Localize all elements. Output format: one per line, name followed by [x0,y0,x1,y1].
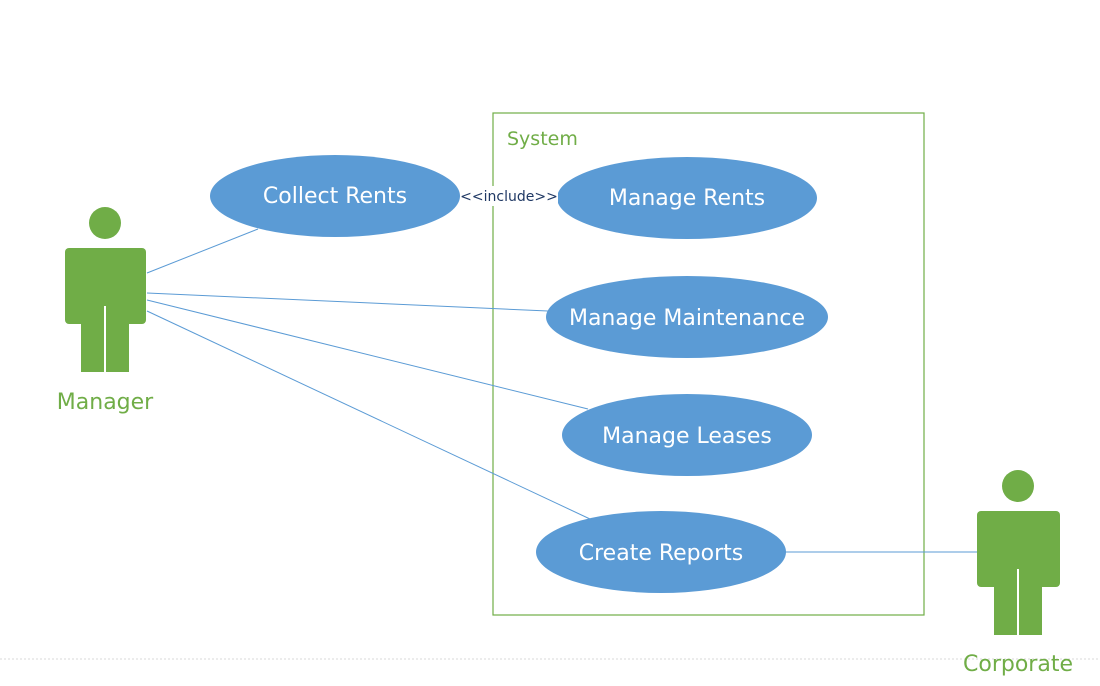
association-manager-manage-maintenance [146,292,549,312]
association-manager-manage-leases [146,299,589,410]
system-rect [492,112,925,616]
use-case-manage-leases: Manage Leases [562,394,812,476]
use-case-manage-rents-ellipse [557,157,817,239]
use-case-manage-rents: Manage Rents [557,157,817,239]
include-label: <<include>> [460,189,558,205]
actor-manager-label: Manager [57,390,154,415]
use-case-manage-rents-label: Manage Rents [609,186,765,211]
use-case-manage-maintenance-ellipse [546,276,828,358]
use-case-collect-rents: Collect Rents [210,155,460,237]
use-case-manage-maintenance: Manage Maintenance [546,276,828,358]
actor-corporate-label: Corporate [963,652,1073,677]
use-case-manage-maintenance-label: Manage Maintenance [569,306,805,331]
use-case-create-reports-ellipse [536,511,786,593]
use-case-create-reports: Create Reports [536,511,786,593]
system-label: System [507,128,578,150]
use-case-manage-leases-label: Manage Leases [602,424,772,449]
use-case-create-reports-label: Create Reports [579,541,743,566]
include-label-background [461,186,558,206]
actor-corporate: Corporate [963,470,1073,677]
use-case-collect-rents-label: Collect Rents [263,184,407,209]
use-case-collect-rents-ellipse [210,155,460,237]
system-boundary: System [492,112,925,616]
actor-manager: Manager [57,207,154,415]
association-manager-create-reports [146,310,591,520]
association-manager-collect-rents [146,228,259,274]
association-lines [146,228,978,553]
use-case-manage-leases-ellipse [562,394,812,476]
include-relation: <<include>> [460,186,558,206]
